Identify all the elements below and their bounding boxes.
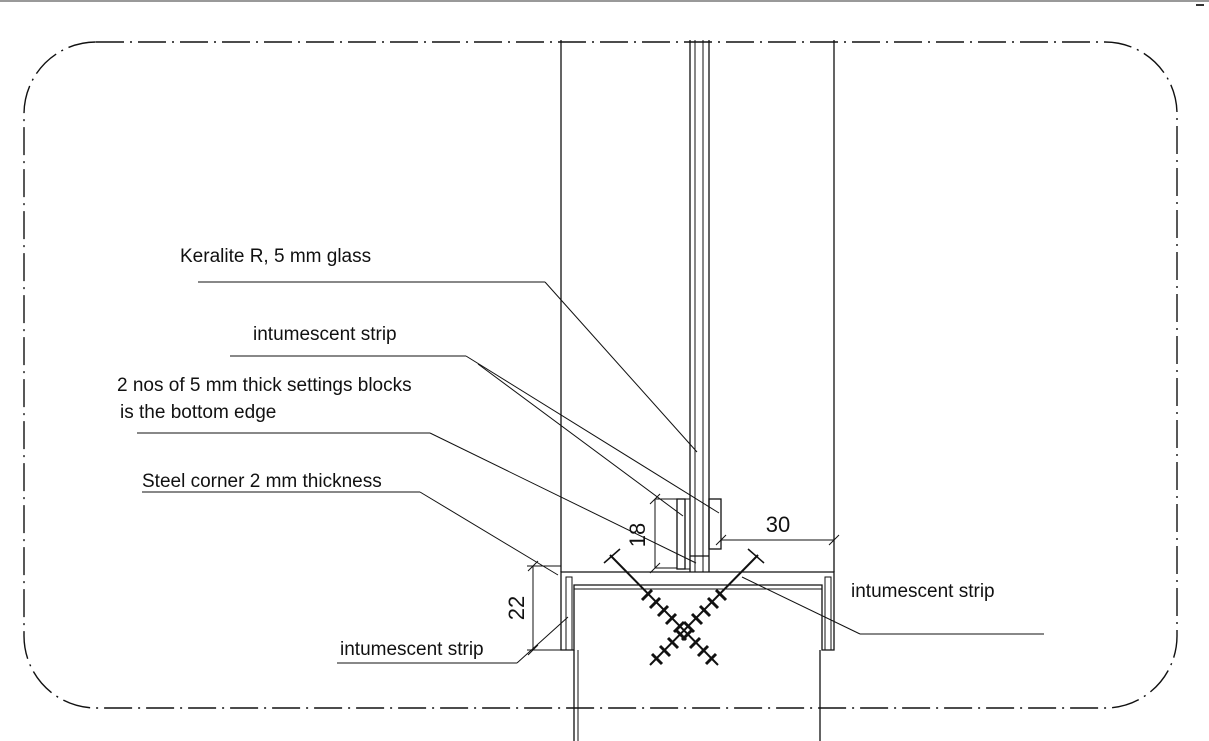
detail-boundary: [23, 41, 1178, 709]
steel-channel: [560, 571, 835, 651]
leader-strip-bottom: [337, 616, 569, 664]
leader-steel: [142, 491, 559, 576]
glass-pane: [689, 40, 710, 572]
dimension-18: [649, 493, 677, 574]
dimension-30-label: 30: [766, 512, 790, 537]
label-steel-corner: Steel corner 2 mm thickness: [142, 471, 382, 492]
label-strip-bottom: intumescent strip: [340, 639, 484, 660]
dimension-22-label: 22: [504, 596, 529, 620]
dimension-18-label: 18: [625, 523, 650, 547]
leader-strip-top: [230, 355, 720, 517]
leader-strip-right: [741, 576, 1044, 635]
dimension-22: [527, 560, 561, 656]
label-blocks-line1: 2 nos of 5 mm thick settings blocks: [117, 375, 412, 396]
label-glass: Keralite R, 5 mm glass: [180, 246, 371, 267]
dimension-30: [715, 534, 840, 546]
glazing-beads: [676, 498, 722, 570]
label-blocks-line2: is the bottom edge: [120, 402, 276, 423]
leader-glass: [198, 281, 698, 453]
timber-block: [573, 650, 821, 741]
close-mark: [1196, 4, 1204, 6]
screws: [603, 548, 765, 666]
leader-blocks: [137, 432, 697, 564]
label-strip-top: intumescent strip: [253, 324, 397, 345]
label-strip-right: intumescent strip: [851, 581, 995, 602]
